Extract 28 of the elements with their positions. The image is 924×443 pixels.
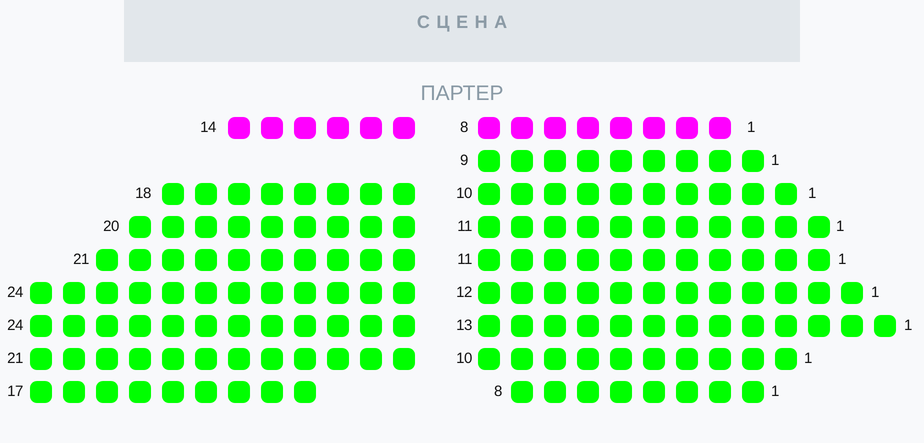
seat-number: 1: [904, 317, 912, 335]
seat-number: 24: [7, 317, 23, 335]
seat-number: 1: [771, 383, 779, 401]
stage-label: СЦЕНА: [416, 12, 514, 32]
seat-number: 10: [456, 350, 472, 368]
seat-number: 1: [747, 119, 755, 137]
seat-number: 1: [838, 251, 846, 269]
seat-number: 21: [73, 251, 89, 269]
seat-number: 8: [494, 383, 502, 401]
seat-number: 8: [460, 119, 468, 137]
seat-number: 17: [7, 383, 23, 401]
seat-number: 11: [457, 218, 472, 236]
seat-number: 12: [456, 284, 472, 302]
seat-number: 20: [103, 218, 119, 236]
section-title: ПАРТЕР: [420, 83, 504, 105]
seat-number: 1: [808, 185, 816, 203]
seat-number: 1: [771, 152, 779, 170]
seat-number: 1: [871, 284, 879, 302]
seat-number: 1: [804, 350, 812, 368]
seat-number: 11: [457, 251, 472, 269]
seat-number: 1: [836, 218, 844, 236]
seat-number: 18: [135, 185, 151, 203]
seat-number: 9: [460, 152, 468, 170]
seat-number: 21: [7, 350, 23, 368]
seat-number: 24: [7, 284, 23, 302]
seat-number: 13: [456, 317, 472, 335]
seat-number: 14: [200, 119, 216, 137]
seat-number: 10: [456, 185, 472, 203]
